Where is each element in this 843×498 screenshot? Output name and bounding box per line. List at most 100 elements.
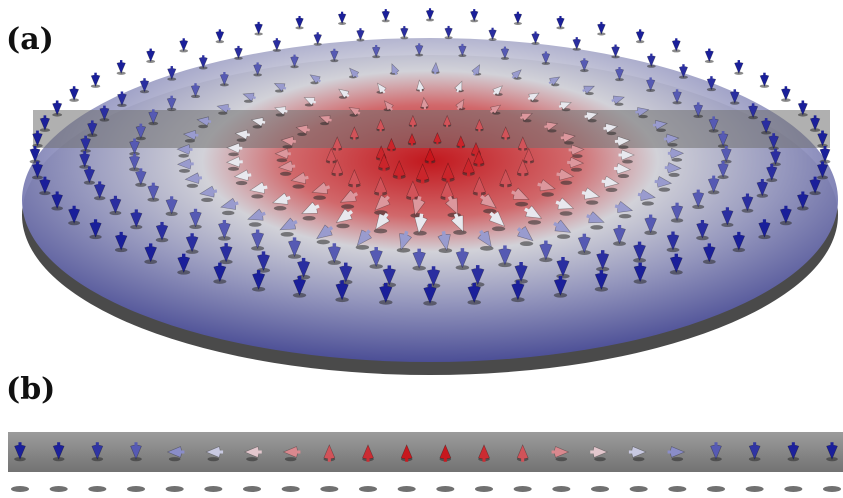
spin-arrow	[355, 229, 372, 250]
spin-arrow	[488, 27, 497, 41]
spin-arrow	[524, 205, 543, 225]
cross-section-arrow	[400, 444, 413, 462]
cross-section-arrow	[516, 444, 529, 462]
cross-section-shadow	[513, 486, 532, 492]
spin-arrow	[584, 111, 599, 123]
cross-section-shadows	[11, 486, 841, 492]
spin-arrow	[458, 43, 467, 58]
spin-arrow	[301, 201, 320, 221]
spin-arrow	[480, 193, 497, 214]
cross-section-shadow	[165, 486, 184, 492]
spin-arrow	[603, 123, 619, 136]
spin-arrow	[176, 144, 193, 158]
cross-section-shadow	[823, 486, 841, 492]
spin-arrow	[182, 129, 199, 143]
spin-arrow	[184, 172, 203, 188]
spin-arrow	[79, 151, 91, 169]
spin-arrow	[225, 156, 243, 171]
spin-arrow	[553, 276, 568, 298]
spin-arrow	[544, 121, 559, 133]
spin-arrow	[392, 160, 406, 180]
spin-arrow	[233, 169, 252, 186]
spin-arrow	[400, 26, 409, 40]
spin-arrow	[666, 231, 680, 253]
spin-arrow	[292, 276, 307, 298]
spin-arrow	[492, 85, 503, 96]
spin-arrow	[454, 80, 464, 93]
cross-section-arrow	[748, 442, 761, 462]
spin-arrow	[219, 243, 233, 265]
cross-section-shadow	[243, 486, 261, 492]
spin-arrow	[99, 105, 110, 122]
spin-arrow	[748, 103, 759, 120]
cross-section-shadow	[204, 486, 223, 492]
spin-arrow	[537, 179, 556, 197]
spin-arrow	[39, 115, 51, 132]
spin-arrow	[129, 153, 141, 172]
spin-arrow	[415, 79, 425, 92]
spin-arrow	[663, 133, 680, 147]
spin-arrow	[226, 142, 243, 157]
spin-arrow	[442, 114, 452, 128]
spin-arrow	[567, 156, 585, 172]
spin-arrow	[721, 207, 734, 228]
spin-arrow	[135, 123, 147, 141]
spin-arrow	[696, 220, 709, 241]
spin-arrow	[477, 229, 494, 251]
spin-arrow	[817, 130, 828, 148]
spin-arrow	[148, 109, 159, 126]
spin-arrow	[309, 74, 321, 85]
spin-arrow	[594, 270, 609, 292]
spin-arrow	[734, 60, 744, 75]
spin-arrow	[797, 100, 808, 117]
spin-arrow	[287, 237, 302, 259]
cross-section-arrow	[130, 442, 142, 462]
panel-label-a: (a)	[6, 22, 54, 57]
spin-arrow	[272, 192, 291, 211]
cross-section-arrow	[710, 442, 722, 462]
spin-arrow	[218, 219, 231, 241]
spin-arrow	[166, 95, 177, 112]
cross-section-shadow	[11, 486, 29, 492]
cross-section-arrow	[166, 446, 185, 462]
spin-arrow	[198, 55, 208, 70]
spin-arrow	[408, 114, 418, 128]
panel-a-scene	[22, 8, 838, 375]
spin-arrow	[339, 189, 359, 209]
spin-arrow	[597, 21, 606, 36]
cross-section-arrow	[551, 446, 570, 462]
spin-arrow	[472, 176, 486, 197]
cross-section-shadow	[552, 486, 571, 492]
spin-arrow	[176, 158, 194, 173]
spin-arrow	[234, 129, 250, 142]
spin-arrow	[109, 195, 122, 216]
spin-arrow	[489, 104, 502, 115]
cross-section-arrows	[14, 442, 838, 462]
spin-arrow	[498, 245, 512, 268]
spin-arrow	[646, 77, 656, 93]
spin-arrow	[279, 217, 298, 237]
spin-arrow	[274, 148, 291, 163]
spin-arrow	[646, 53, 656, 68]
spin-arrow	[672, 89, 682, 105]
spin-arrow	[348, 169, 361, 188]
spin-arrow	[130, 209, 143, 230]
spin-arrow	[251, 270, 266, 292]
spin-arrow	[633, 241, 647, 263]
spin-arrow	[692, 189, 705, 209]
spin-arrow	[165, 196, 178, 216]
spin-arrow	[425, 8, 435, 22]
spin-arrow	[560, 132, 576, 145]
spin-arrow	[199, 185, 218, 203]
spin-arrow	[462, 157, 475, 177]
spin-arrow	[272, 38, 282, 52]
spin-arrow	[114, 231, 128, 253]
spin-arrow	[437, 230, 453, 253]
cross-section-shadow	[784, 486, 803, 492]
cross-section-arrow	[205, 446, 224, 462]
spin-arrow	[318, 115, 332, 126]
spin-arrow	[516, 226, 534, 247]
spin-arrow	[455, 98, 466, 111]
spin-arrow	[556, 15, 565, 30]
spin-arrow	[702, 243, 716, 265]
